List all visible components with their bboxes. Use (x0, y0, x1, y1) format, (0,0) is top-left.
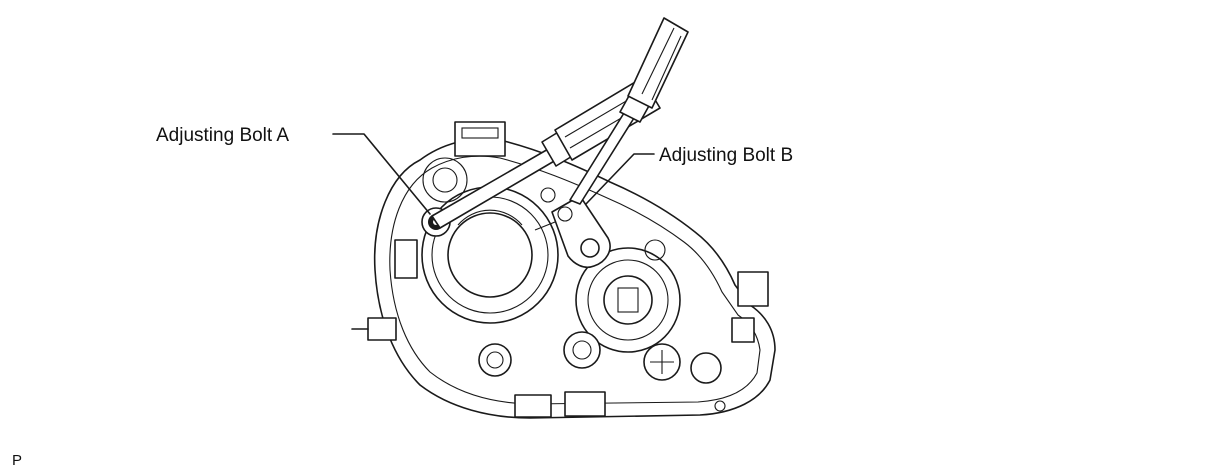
bulb-socket (575, 247, 681, 353)
headlamp-housing (351, 121, 776, 419)
label-adjusting-bolt-b: Adjusting Bolt B (659, 145, 794, 166)
leader-line-a (332, 133, 431, 215)
leader-line-b (585, 153, 655, 205)
screwdriver-b (569, 17, 689, 205)
main-reflector (421, 186, 559, 324)
figure-code: P (12, 452, 23, 469)
label-adjusting-bolt-a: Adjusting Bolt A (156, 125, 290, 146)
adjusting-bolt-b (534, 195, 611, 269)
lower-components (422, 157, 726, 412)
